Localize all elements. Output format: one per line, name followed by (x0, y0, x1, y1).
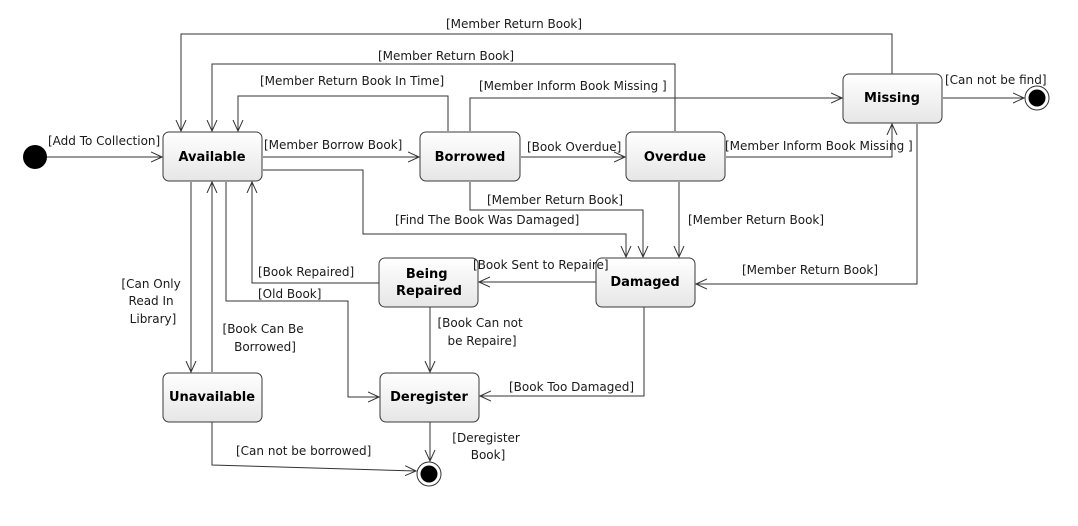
guard-book-can-not-be-repaired-line-2: be Repaire] (447, 334, 516, 348)
edge-borrowed-to-damaged (469, 182, 643, 257)
guard-find-book-damaged: [Find The Book Was Damaged] (395, 213, 579, 227)
transitions (47, 33, 1024, 471)
state-label-being-repaired-line-2: Repaired (396, 284, 462, 299)
state-label-missing: Missing (864, 91, 920, 106)
state-unavailable[interactable]: Unavailable (162, 372, 263, 423)
edge-missing-to-available-top (181, 33, 893, 131)
guard-member-borrow-book: [Member Borrow Book] (264, 138, 402, 152)
state-missing[interactable]: Missing (842, 73, 943, 124)
guard-book-can-be-borrowed-line-1: [Book Can Be (223, 322, 304, 336)
guard-deregister-book-line-2: Book] (471, 448, 506, 462)
guard-member-inform-book-missing-top: [Member Inform Book Missing ] (479, 79, 667, 93)
guard-member-return-book-second: [Member Return Book] (378, 49, 514, 63)
state-label-deregister: Deregister (390, 390, 468, 405)
guard-can-not-be-find: [Can not be find] (945, 73, 1047, 87)
state-label-overdue: Overdue (644, 150, 706, 165)
guard-old-book: [Old Book] (258, 287, 321, 301)
edge-available-to-damaged (263, 169, 626, 257)
guard-can-not-be-borrowed: [Can not be borrowed] (236, 444, 371, 458)
guard-member-inform-book-missing-overdue: [Member Inform Book Missing ] (725, 139, 913, 153)
guard-can-only-read-in-library-line-3: Library] (130, 312, 177, 326)
guard-book-can-be-borrowed-line-2: Borrowed] (234, 340, 296, 354)
state-available[interactable]: Available (162, 131, 263, 182)
edge-damaged-to-deregister (480, 307, 645, 396)
state-label-damaged: Damaged (610, 275, 679, 290)
guard-book-overdue: [Book Overdue] (527, 140, 621, 154)
state-label-unavailable: Unavailable (169, 390, 255, 405)
guard-book-too-damaged: [Book Too Damaged] (509, 380, 634, 394)
state-label-available: Available (178, 150, 245, 165)
guard-member-return-book-in-time: [Member Return Book In Time] (260, 74, 444, 88)
state-label-borrowed: Borrowed (435, 150, 506, 165)
edge-unavailable-to-final (211, 422, 416, 471)
initial-state (23, 145, 47, 169)
edge-borrowed-to-missing (469, 98, 842, 131)
guard-can-only-read-in-library: [Can Only Read In Library] (121, 277, 184, 326)
guard-member-return-book-overdue-damaged: [Member Return Book] (688, 213, 824, 227)
guard-deregister-book-line-1: [Deregister (452, 431, 520, 445)
state-being-repaired[interactable]: Being Repaired (378, 257, 479, 308)
guard-labels: [Add To Collection] [Member Return Book]… (48, 17, 1047, 462)
guard-member-return-book-borrowed-damaged: [Member Return Book] (487, 193, 623, 207)
edge-borrowed-to-available-in-time (238, 95, 449, 131)
state-borrowed[interactable]: Borrowed (419, 131, 521, 182)
guard-member-return-book-top: [Member Return Book] (446, 17, 582, 31)
state-deregister[interactable]: Deregister (379, 372, 480, 423)
guard-add-to-collection: [Add To Collection] (48, 134, 160, 148)
edge-being-repaired-to-available (252, 182, 379, 284)
final-state-missing (1024, 85, 1050, 111)
final-state-bottom (416, 461, 442, 487)
guard-deregister-book: [Deregister Book] (452, 431, 523, 462)
edge-available-to-deregister (225, 182, 379, 397)
guard-can-only-read-in-library-line-1: [Can Only (121, 277, 180, 291)
state-damaged[interactable]: Damaged (595, 257, 696, 308)
guard-can-only-read-in-library-line-2: Read In (129, 294, 174, 308)
guard-member-return-book-missing-damaged: [Member Return Book] (742, 263, 878, 277)
guard-book-can-be-borrowed: [Book Can Be Borrowed] (223, 322, 308, 354)
state-overdue[interactable]: Overdue (625, 131, 726, 182)
guard-book-repaired: [Book Repaired] (258, 265, 354, 279)
edge-overdue-to-missing (726, 124, 892, 158)
guard-book-can-not-be-repaired-line-1: [Book Can not (438, 316, 523, 330)
guard-book-sent-to-repair: [Book Sent to Repaire] (473, 258, 609, 272)
state-label-being-repaired: Being Repaired (396, 267, 462, 299)
edge-missing-to-damaged (696, 124, 918, 284)
guard-book-can-not-be-repaired: [Book Can not be Repaire] (438, 316, 527, 348)
state-label-being-repaired-line-1: Being (406, 267, 448, 282)
